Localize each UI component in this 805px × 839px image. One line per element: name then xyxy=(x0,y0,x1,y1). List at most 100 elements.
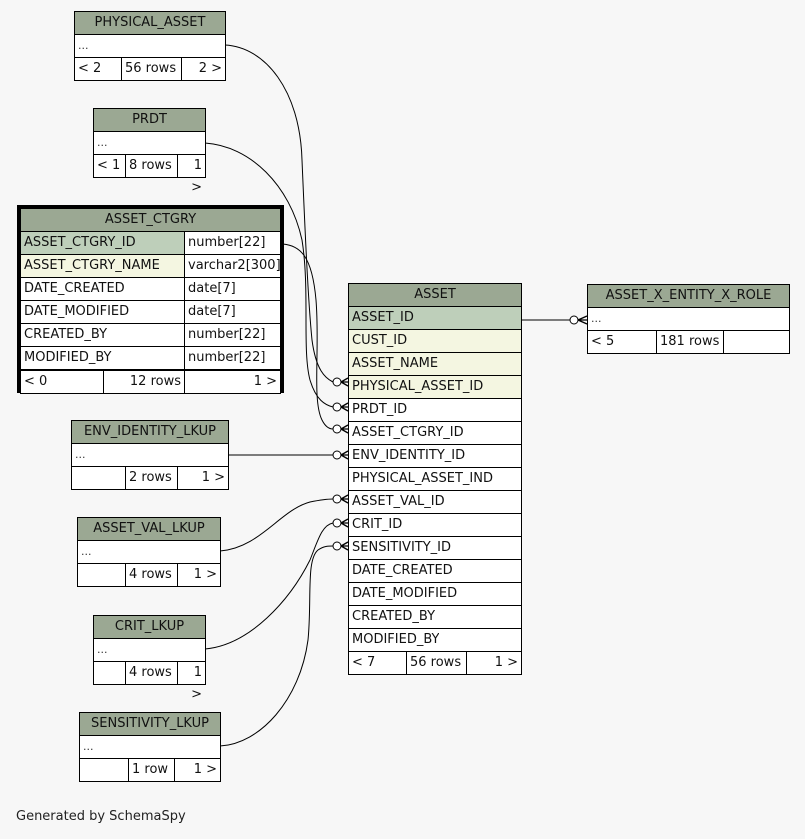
table-title[interactable]: PHYSICAL_ASSET xyxy=(75,12,225,35)
row-count: 2 rows xyxy=(125,467,177,489)
parent-count[interactable]: < 0 xyxy=(24,374,48,389)
child-count[interactable]: 1 > xyxy=(177,155,205,195)
column-row[interactable]: PHYSICAL_ASSET_ID xyxy=(349,376,521,399)
optional-marker-icon xyxy=(332,377,342,387)
column-row[interactable]: MODIFIED_BY xyxy=(349,629,521,652)
child-count[interactable]: 1 > xyxy=(184,371,280,393)
column-row[interactable]: ASSET_CTGRY_NAME varchar2[300] xyxy=(21,255,280,278)
column-row[interactable]: PHYSICAL_ASSET_IND xyxy=(349,468,521,491)
column-row[interactable]: CREATED_BY number[22] xyxy=(21,324,280,347)
column-row[interactable]: DATE_MODIFIED xyxy=(349,583,521,606)
column-name: PRDT_ID xyxy=(352,402,408,417)
column-name: SENSITIVITY_ID xyxy=(352,540,452,555)
column-name: CRIT_ID xyxy=(352,517,403,532)
parent-count xyxy=(80,759,128,781)
table-physical-asset[interactable]: PHYSICAL_ASSET ... < 2 56 rows 2 > xyxy=(74,11,226,81)
table-env-identity-lkup[interactable]: ENV_IDENTITY_LKUP ... 2 rows 1 > xyxy=(71,420,229,490)
column-row[interactable]: MODIFIED_BY number[22] xyxy=(21,347,280,370)
parent-count[interactable]: < 2 xyxy=(78,61,102,76)
column-name: MODIFIED_BY xyxy=(24,350,112,365)
column-name: CUST_ID xyxy=(352,333,408,348)
child-count[interactable]: 2 > xyxy=(181,58,225,80)
column-type: number[22] xyxy=(184,324,280,346)
column-row[interactable]: SENSITIVITY_ID xyxy=(349,537,521,560)
table-title[interactable]: SENSITIVITY_LKUP xyxy=(80,713,220,736)
column-row[interactable]: CRIT_ID xyxy=(349,514,521,537)
crow-foot-icon xyxy=(340,424,349,434)
table-title[interactable]: ASSET_X_ENTITY_X_ROLE xyxy=(588,285,789,308)
column-row[interactable]: ASSET_CTGRY_ID number[22] xyxy=(21,232,280,255)
link-asset-ctgry[interactable] xyxy=(282,243,334,430)
collapsed-columns: ... xyxy=(83,740,94,753)
optional-marker-icon xyxy=(332,541,342,551)
crow-foot-icon xyxy=(577,315,588,325)
column-name: DATE_MODIFIED xyxy=(24,304,130,319)
collapsed-columns: ... xyxy=(81,545,92,558)
row-count: 4 rows xyxy=(125,564,177,586)
table-asset-ctgry[interactable]: ASSET_CTGRY ASSET_CTGRY_ID number[22] AS… xyxy=(20,208,281,394)
column-row[interactable]: DATE_CREATED date[7] xyxy=(21,278,280,301)
table-title[interactable]: ENV_IDENTITY_LKUP xyxy=(72,421,228,444)
table-title[interactable]: ASSET_CTGRY xyxy=(21,209,280,232)
optional-marker-icon xyxy=(332,450,342,460)
generator-note: Generated by SchemaSpy xyxy=(16,809,186,824)
crow-foot-icon xyxy=(340,450,349,460)
column-row[interactable]: DATE_MODIFIED date[7] xyxy=(21,301,280,324)
parent-count[interactable]: < 1 xyxy=(97,158,121,173)
column-type: number[22] xyxy=(184,347,280,369)
link-prdt[interactable] xyxy=(204,142,334,408)
collapsed-columns: ... xyxy=(591,312,602,325)
table-prdt[interactable]: PRDT ... < 1 8 rows 1 > xyxy=(93,108,206,195)
column-row[interactable]: CREATED_BY xyxy=(349,606,521,629)
child-count xyxy=(723,331,789,353)
collapsed-columns: ... xyxy=(75,448,86,461)
collapsed-columns: ... xyxy=(97,643,108,656)
column-type: date[7] xyxy=(184,278,280,300)
row-count: 1 row xyxy=(128,759,174,781)
parent-count[interactable]: < 7 xyxy=(352,655,376,670)
child-count[interactable]: 1 > xyxy=(174,759,220,781)
column-row[interactable]: ENV_IDENTITY_ID xyxy=(349,445,521,468)
column-row[interactable]: ASSET_ID xyxy=(349,307,521,330)
table-title[interactable]: CRIT_LKUP xyxy=(94,616,205,639)
table-title[interactable]: ASSET xyxy=(349,284,521,307)
optional-marker-icon xyxy=(332,424,342,434)
table-asset[interactable]: ASSET ASSET_ID CUST_ID ASSET_NAME PHYSIC… xyxy=(348,283,522,675)
column-row[interactable]: DATE_CREATED xyxy=(349,560,521,583)
crow-foot-icon xyxy=(340,518,349,528)
column-type: date[7] xyxy=(184,301,280,323)
crow-foot-icon xyxy=(340,541,349,551)
optional-marker-icon xyxy=(332,518,342,528)
link-crit[interactable] xyxy=(204,522,334,650)
table-asset-val-lkup[interactable]: ASSET_VAL_LKUP ... 4 rows 1 > xyxy=(77,517,221,587)
child-count[interactable]: 1 > xyxy=(177,467,228,489)
collapsed-columns: ... xyxy=(78,39,89,52)
table-sensitivity-lkup[interactable]: SENSITIVITY_LKUP ... 1 row 1 > xyxy=(79,712,221,782)
child-count[interactable]: 1 > xyxy=(177,564,220,586)
column-row[interactable]: CUST_ID xyxy=(349,330,521,353)
row-count: 56 rows xyxy=(121,58,181,80)
link-physical-asset[interactable] xyxy=(224,44,334,383)
link-asset-val[interactable] xyxy=(219,498,334,552)
column-name: ASSET_ID xyxy=(352,310,414,325)
link-sensitivity[interactable] xyxy=(219,545,334,747)
column-row[interactable]: ASSET_CTGRY_ID xyxy=(349,422,521,445)
table-title[interactable]: ASSET_VAL_LKUP xyxy=(78,518,220,541)
column-row[interactable]: ASSET_NAME xyxy=(349,353,521,376)
table-title[interactable]: PRDT xyxy=(94,109,205,132)
parent-count xyxy=(72,467,125,489)
table-asset-x-entity-x-role[interactable]: ASSET_X_ENTITY_X_ROLE ... < 5 181 rows xyxy=(587,284,790,354)
child-count[interactable]: 1 > xyxy=(177,662,205,702)
column-row[interactable]: ASSET_VAL_ID xyxy=(349,491,521,514)
column-type: number[22] xyxy=(184,232,280,254)
collapsed-columns: ... xyxy=(97,136,108,149)
column-name: ASSET_CTGRY_ID xyxy=(24,235,136,250)
child-count[interactable]: 1 > xyxy=(466,652,521,674)
column-name: ASSET_CTGRY_NAME xyxy=(24,258,160,273)
column-row[interactable]: PRDT_ID xyxy=(349,399,521,422)
parent-count[interactable]: < 5 xyxy=(591,334,615,349)
table-crit-lkup[interactable]: CRIT_LKUP ... 4 rows 1 > xyxy=(93,615,206,702)
row-count: 4 rows xyxy=(125,662,177,684)
column-name: DATE_MODIFIED xyxy=(352,586,458,601)
